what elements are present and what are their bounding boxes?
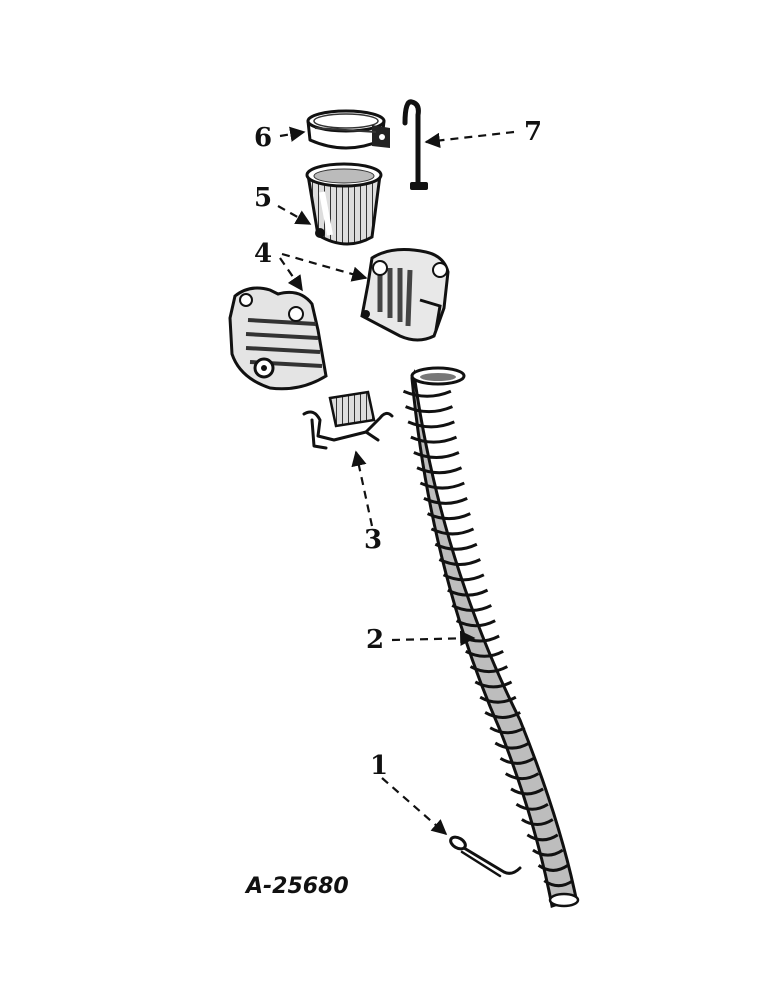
leader-4b — [281, 252, 368, 282]
clamp-band-icon — [306, 109, 390, 150]
tube-rib — [469, 665, 509, 674]
leader-6 — [279, 126, 306, 142]
tube-rib — [419, 481, 465, 490]
tube-rib — [434, 542, 478, 551]
tube-rib — [515, 802, 549, 811]
cotter-pin-icon — [449, 835, 522, 878]
tube-rib — [430, 527, 475, 536]
tube-rib — [465, 649, 504, 658]
tube-rib — [438, 558, 481, 567]
housing-half-left-icon — [228, 286, 328, 391]
tube-rib — [521, 818, 554, 827]
drawing-number: A-25680 — [244, 874, 349, 899]
callout-1: 1 — [370, 751, 388, 781]
tube-rib — [442, 573, 485, 582]
tube-rib — [423, 496, 468, 505]
tube-rib — [410, 435, 458, 444]
tube-rib — [402, 389, 452, 398]
callout-3: 3 — [364, 525, 382, 555]
tube-rib — [543, 879, 574, 888]
leader-7 — [424, 130, 515, 149]
leader-2 — [391, 630, 476, 647]
callout-4: 4 — [254, 239, 272, 269]
callout-6: 6 — [254, 123, 272, 153]
tube-rib — [510, 787, 544, 796]
tube-rib — [532, 848, 564, 857]
tube-rib — [526, 833, 559, 842]
flexible-spout-tube-icon — [402, 366, 580, 908]
tube-rib — [489, 726, 526, 735]
hook-bolt-icon — [402, 99, 428, 190]
leader-5 — [277, 205, 312, 225]
callout-7: 7 — [524, 117, 542, 147]
tube-rib — [499, 757, 535, 765]
tube-rib — [416, 466, 463, 475]
tube-rib — [484, 711, 521, 719]
tube-rib — [413, 451, 460, 459]
tube-rib — [504, 772, 540, 781]
tube-rib — [479, 695, 517, 704]
leader-3 — [351, 450, 374, 527]
housing-half-right-icon — [360, 248, 450, 342]
tube-rib — [537, 864, 569, 872]
leader-1 — [381, 777, 448, 836]
callout-2: 2 — [366, 625, 384, 655]
sleeve-icon — [305, 162, 383, 246]
tube-rib — [426, 512, 471, 521]
tube-rib — [455, 619, 496, 628]
tube-rib — [474, 680, 513, 689]
leader-lines — [277, 126, 515, 836]
tube-rib — [494, 741, 530, 750]
leader-4a — [279, 257, 303, 292]
tube-rib — [447, 588, 489, 597]
tube-rib — [405, 405, 454, 414]
tube-rib — [407, 420, 455, 429]
callout-5: 5 — [254, 183, 272, 213]
spring-clip-icon — [302, 390, 394, 450]
tube-rib — [451, 604, 492, 612]
